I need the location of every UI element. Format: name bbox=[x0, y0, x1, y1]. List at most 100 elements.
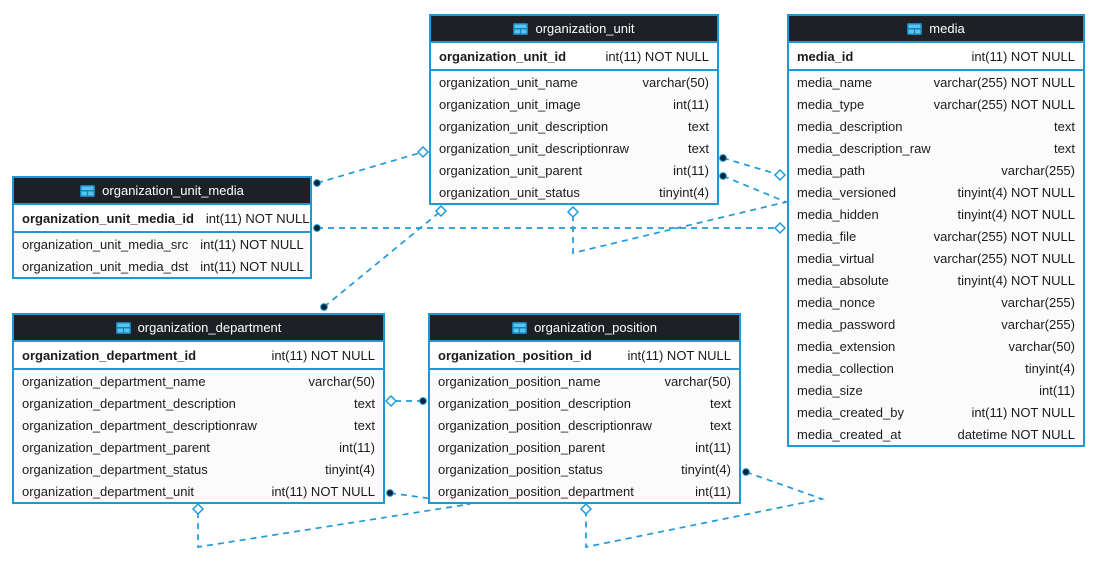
column-type: int(11) bbox=[695, 483, 731, 499]
column-name: organization_position_department bbox=[438, 483, 634, 499]
column-type: varchar(50) bbox=[642, 74, 709, 90]
column-type: tinyint(4) NOT NULL bbox=[957, 184, 1075, 200]
column-name: organization_unit_media_id bbox=[22, 210, 194, 226]
table-header-media[interactable]: media bbox=[789, 16, 1083, 43]
table-organization_department[interactable]: organization_department organization_depa… bbox=[12, 313, 385, 504]
table-header-organization_department[interactable]: organization_department bbox=[14, 315, 383, 342]
column-name: organization_position_status bbox=[438, 461, 603, 477]
table-title: organization_position bbox=[534, 320, 657, 335]
column-name: organization_position_name bbox=[438, 373, 601, 389]
column-type: int(11) bbox=[695, 439, 731, 455]
column-type: int(11) NOT NULL bbox=[271, 347, 375, 363]
table-organization_position[interactable]: organization_position organization_positi… bbox=[428, 313, 741, 504]
column-name: media_created_at bbox=[797, 426, 902, 442]
column-name: organization_unit_media_src bbox=[22, 236, 189, 252]
column-row: organization_position_status tinyint(4) bbox=[430, 458, 739, 480]
column-name: organization_unit_descriptionraw bbox=[439, 140, 630, 156]
column-name: organization_department_name bbox=[22, 373, 206, 389]
column-type: int(11) bbox=[339, 439, 375, 455]
dot-marker bbox=[419, 397, 427, 405]
column-type: int(11) NOT NULL bbox=[627, 347, 731, 363]
relationship-organization_unit-to-organization_unit[interactable] bbox=[572, 175, 789, 255]
column-type: text bbox=[710, 395, 731, 411]
relationship-organization_unit_media-to-organization_unit[interactable] bbox=[316, 151, 424, 184]
relationship-organization_unit-to-media[interactable] bbox=[722, 157, 781, 176]
table-icon bbox=[115, 321, 131, 334]
column-row: organization_department_status tinyint(4) bbox=[14, 458, 383, 480]
column-type: tinyint(4) bbox=[659, 184, 709, 200]
column-type: varchar(50) bbox=[1008, 338, 1075, 354]
relationship-organization_department-to-organization_unit[interactable] bbox=[323, 210, 442, 308]
column-name: organization_position_parent bbox=[438, 439, 605, 455]
dot-marker bbox=[320, 303, 328, 311]
diamond-marker bbox=[384, 394, 398, 408]
column-type: int(11) bbox=[673, 162, 709, 178]
table-icon bbox=[907, 22, 923, 35]
dot-marker bbox=[386, 489, 394, 497]
column-name: media_size bbox=[797, 382, 863, 398]
dot-marker bbox=[313, 179, 321, 187]
diamond-marker bbox=[416, 145, 430, 159]
column-name: organization_unit_description bbox=[439, 118, 609, 134]
column-row: media_absolute tinyint(4) NOT NULL bbox=[789, 269, 1083, 291]
diamond-marker bbox=[191, 502, 205, 516]
column-name: media_type bbox=[797, 96, 865, 112]
column-type: tinyint(4) bbox=[325, 461, 375, 477]
relationship-organization_position-to-organization_position[interactable] bbox=[585, 471, 826, 549]
table-header-organization_unit[interactable]: organization_unit bbox=[431, 16, 717, 43]
relationship-organization_department-to-organization_department[interactable] bbox=[197, 492, 471, 548]
column-type: tinyint(4) bbox=[681, 461, 731, 477]
column-type: int(11) NOT NULL bbox=[200, 236, 304, 252]
diamond-marker bbox=[773, 221, 787, 235]
table-title: organization_unit bbox=[535, 21, 635, 36]
table-icon bbox=[513, 22, 529, 35]
diamond-marker bbox=[566, 205, 580, 219]
column-row: organization_unit_media_src int(11) NOT N… bbox=[14, 233, 310, 255]
diamond-marker bbox=[579, 502, 593, 516]
column-type: int(11) NOT NULL bbox=[605, 48, 709, 64]
column-name: media_absolute bbox=[797, 272, 889, 288]
column-name: media_file bbox=[797, 228, 857, 244]
column-type: varchar(255) NOT NULL bbox=[933, 250, 1075, 266]
column-type: text bbox=[1054, 140, 1075, 156]
dot-marker bbox=[719, 154, 727, 162]
table-header-organization_unit_media[interactable]: organization_unit_media bbox=[14, 178, 310, 205]
column-name: organization_unit_media_dst bbox=[22, 258, 189, 274]
column-name: organization_department_id bbox=[22, 347, 197, 363]
column-type: text bbox=[1054, 118, 1075, 134]
column-name: organization_department_status bbox=[22, 461, 208, 477]
column-name: media_nonce bbox=[797, 294, 876, 310]
column-type: varchar(255) NOT NULL bbox=[933, 74, 1075, 90]
table-header-organization_position[interactable]: organization_position bbox=[430, 315, 739, 342]
column-type: tinyint(4) NOT NULL bbox=[957, 272, 1075, 288]
column-name: media_password bbox=[797, 316, 896, 332]
table-icon bbox=[80, 184, 96, 197]
column-type: varchar(50) bbox=[308, 373, 375, 389]
column-name: media_hidden bbox=[797, 206, 879, 222]
column-name: media_virtual bbox=[797, 250, 875, 266]
column-type: int(11) NOT NULL bbox=[971, 404, 1075, 420]
